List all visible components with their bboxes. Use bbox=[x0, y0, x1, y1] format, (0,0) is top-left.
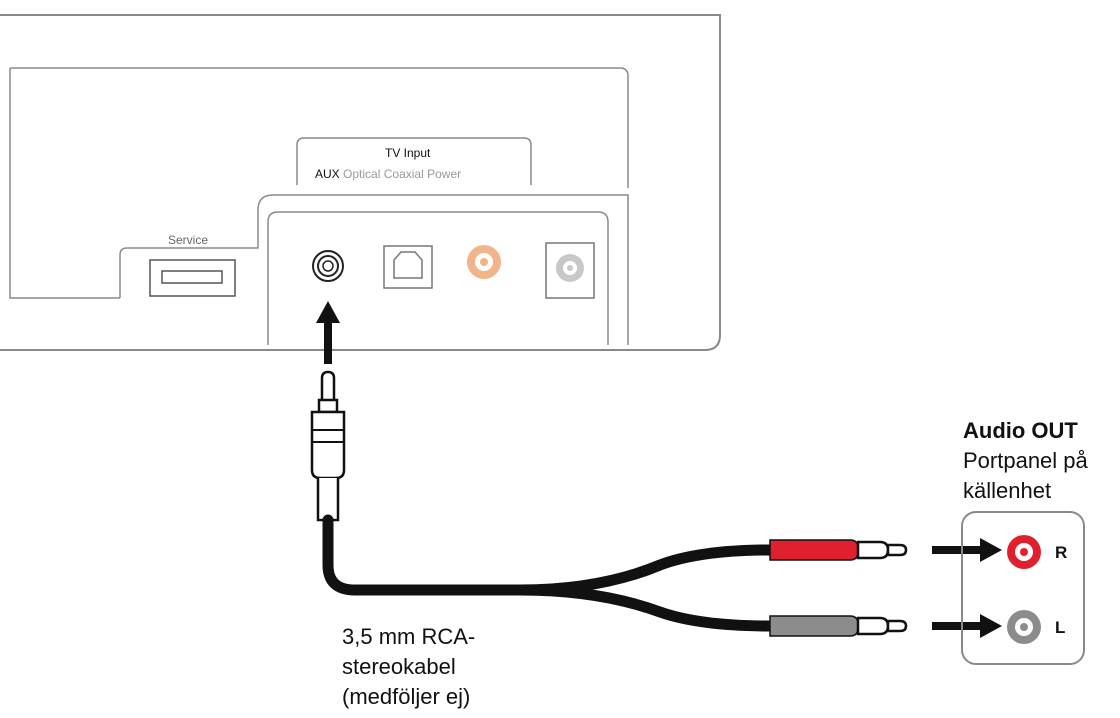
cable-caption-2: stereokabel bbox=[342, 654, 456, 679]
source-panel-subtitle-2: källenhet bbox=[963, 478, 1052, 503]
port-name-row: AUX Optical Coaxial Power bbox=[315, 168, 461, 180]
arrow-to-right-jack bbox=[932, 538, 1002, 562]
optical-port bbox=[383, 245, 433, 289]
coaxial-port bbox=[467, 245, 501, 279]
right-rca-jack bbox=[1007, 535, 1041, 569]
rca-plug-red bbox=[769, 539, 908, 561]
arrow-to-aux bbox=[316, 301, 340, 364]
left-rca-jack bbox=[1007, 610, 1041, 644]
optical-label: Optical bbox=[343, 167, 381, 181]
rca-plug-gray bbox=[769, 615, 908, 637]
soundbar-body bbox=[0, 14, 721, 351]
right-channel-label: R bbox=[1055, 543, 1068, 562]
aux-label: AUX bbox=[315, 167, 340, 181]
left-channel-label: L bbox=[1055, 618, 1066, 637]
cable-caption-3: (medföljer ej) bbox=[342, 684, 471, 709]
service-recess bbox=[119, 194, 629, 345]
cable-caption-1: 3,5 mm RCA- bbox=[342, 624, 476, 649]
tv-input-tab bbox=[296, 137, 532, 185]
source-port-panel bbox=[961, 511, 1085, 665]
soundbar-inner-lower bbox=[9, 68, 120, 299]
mini-jack-plug bbox=[310, 370, 346, 522]
usb-port bbox=[149, 259, 236, 297]
service-label: Service bbox=[168, 233, 209, 247]
y-cable bbox=[322, 514, 776, 632]
tv-input-label: TV Input bbox=[385, 146, 431, 160]
power-port bbox=[545, 242, 595, 299]
usb-port-slot bbox=[161, 270, 223, 284]
arrow-to-left-jack bbox=[932, 614, 1002, 638]
coaxial-label: Coaxial bbox=[383, 167, 424, 181]
aux-jack bbox=[312, 250, 344, 282]
source-panel-subtitle-1: Portpanel på bbox=[963, 448, 1088, 473]
soundbar-inner-panel bbox=[10, 67, 629, 188]
audio-out-heading: Audio OUT bbox=[963, 418, 1078, 443]
port-recess bbox=[267, 211, 609, 345]
power-label: Power bbox=[427, 167, 462, 181]
